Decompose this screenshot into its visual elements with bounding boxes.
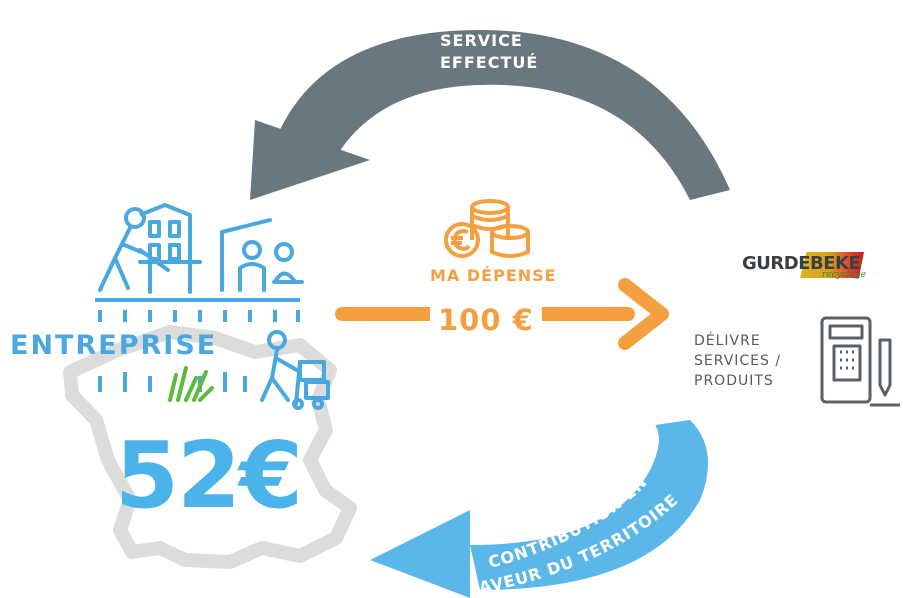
service-arrow-head bbox=[250, 120, 370, 200]
expense-label: MA DÉPENSE bbox=[430, 266, 557, 285]
calculator-document-icon bbox=[820, 316, 900, 407]
france-map-shape bbox=[63, 325, 357, 569]
entreprise-label: ENTREPRISE bbox=[10, 330, 218, 361]
grass-icon bbox=[168, 366, 214, 402]
expense-arrow-head bbox=[618, 278, 669, 350]
worker-sawing-icon bbox=[98, 207, 202, 294]
contribution-arrow-head bbox=[370, 510, 470, 598]
service-arrow bbox=[270, 30, 730, 200]
services-line: DÉLIVRE bbox=[694, 333, 761, 349]
expense-amount: 100 € bbox=[430, 303, 542, 337]
contribution-arrow bbox=[470, 420, 708, 590]
territory-amount: 52€ bbox=[115, 422, 303, 529]
service-label-line1: SERVICE bbox=[440, 31, 523, 50]
brand-logo: GURDEBEKE recyclage bbox=[742, 250, 866, 280]
coins-icon bbox=[444, 199, 530, 258]
services-text: DÉLIVRE SERVICES / PRODUITS bbox=[694, 331, 781, 391]
service-label-line2: EFFECTUÉ bbox=[440, 53, 538, 72]
enterprise-buildings-icon bbox=[95, 203, 300, 392]
brand-logo-color-block bbox=[800, 252, 864, 278]
delivery-worker-icon bbox=[260, 330, 330, 410]
services-line: PRODUITS bbox=[694, 373, 774, 389]
brand-tagline: recyclage bbox=[822, 270, 867, 280]
brand-name: GURDEBEKE bbox=[742, 253, 861, 274]
office-worker-icon bbox=[220, 218, 304, 292]
services-line: SERVICES / bbox=[694, 353, 782, 369]
